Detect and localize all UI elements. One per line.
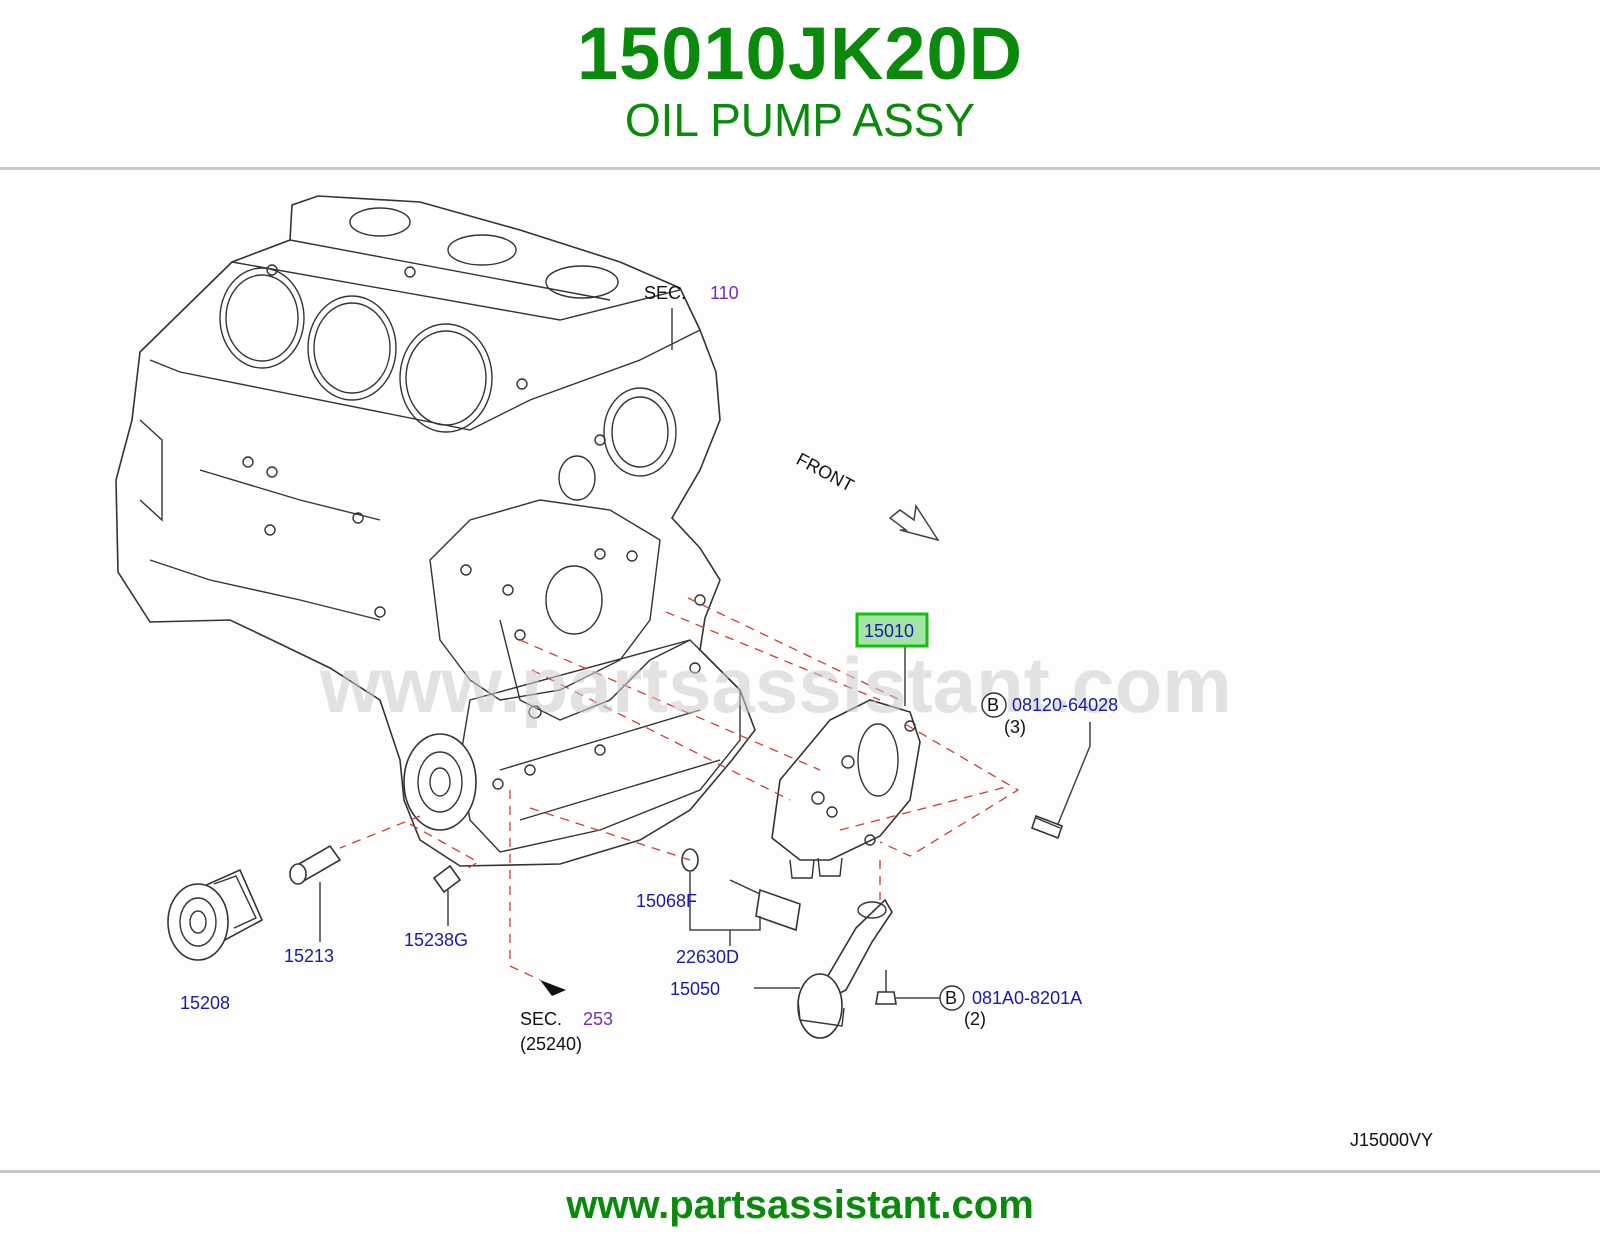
bolt-illustration-upper [1030, 814, 1064, 840]
bolt-marker-b-lower [939, 985, 965, 1011]
oil-pump-illustration [771, 699, 921, 879]
callout-15208[interactable]: 15208 [180, 993, 230, 1013]
diagram-canvas: FRONT www.partsassistant.com SEC. 110 15… [115, 195, 1433, 1150]
bolt-marker-b-upper [981, 692, 1007, 718]
callout-15068f[interactable]: 15068F [636, 891, 697, 911]
front-arrow-icon [888, 503, 940, 542]
part-name-subtitle: OIL PUMP ASSY [624, 94, 976, 146]
oil-strainer-illustration [797, 898, 893, 1039]
connector-stud-illustration [289, 844, 342, 885]
part-number-title: 15010JK20D [576, 12, 1024, 95]
bolt-marker-b-upper-letter: B [987, 695, 999, 715]
header-divider [0, 167, 1600, 170]
callout-081a0-8201a-qty: (2) [964, 1009, 986, 1029]
callout-15010[interactable]: 15010 [864, 621, 914, 641]
diagram-code: J15000VY [1350, 1130, 1433, 1150]
section-110-link[interactable]: 110 [710, 283, 739, 303]
assembly-leader-lines [339, 597, 1020, 981]
callout-15213[interactable]: 15213 [284, 946, 334, 966]
exploded-parts-diagram: FRONT www.partsassistant.com SEC. 110 15… [82, 172, 1518, 1166]
section-110-prefix: SEC. [644, 283, 686, 303]
section-253-link[interactable]: 253 [583, 1009, 613, 1029]
callout-15238g[interactable]: 15238G [404, 930, 468, 950]
watermark-text: www.partsassistant.com [319, 641, 1232, 729]
bolt-marker-b-lower-letter: B [945, 988, 957, 1008]
page-header: 15010JK20D OIL PUMP ASSY [0, 0, 1600, 168]
footer-website-link[interactable]: www.partsassistant.com [566, 1183, 1034, 1227]
section-253-prefix: SEC. [520, 1009, 562, 1029]
callout-leader-lines [319, 308, 1091, 999]
highlighted-part-callout[interactable]: 15010 [855, 612, 929, 648]
engine-block-illustration [115, 195, 756, 867]
relief-valve-illustration [432, 864, 462, 894]
callout-081a0-8201a[interactable]: 081A0-8201A [972, 988, 1082, 1008]
footer-divider [0, 1170, 1600, 1173]
front-direction-label: FRONT [793, 449, 857, 496]
callout-08120-64028[interactable]: 08120-64028 [1012, 695, 1118, 715]
callout-08120-64028-qty: (3) [1004, 717, 1026, 737]
callout-15050[interactable]: 15050 [670, 979, 720, 999]
section-253-subref: (25240) [520, 1034, 582, 1054]
oil-filter-illustration [167, 868, 264, 961]
sec-253-arrow-icon [540, 980, 566, 996]
callout-22630d[interactable]: 22630D [676, 947, 739, 967]
oil-pressure-sensor-illustration [729, 879, 801, 932]
bolt-illustration-lower [875, 970, 897, 1005]
